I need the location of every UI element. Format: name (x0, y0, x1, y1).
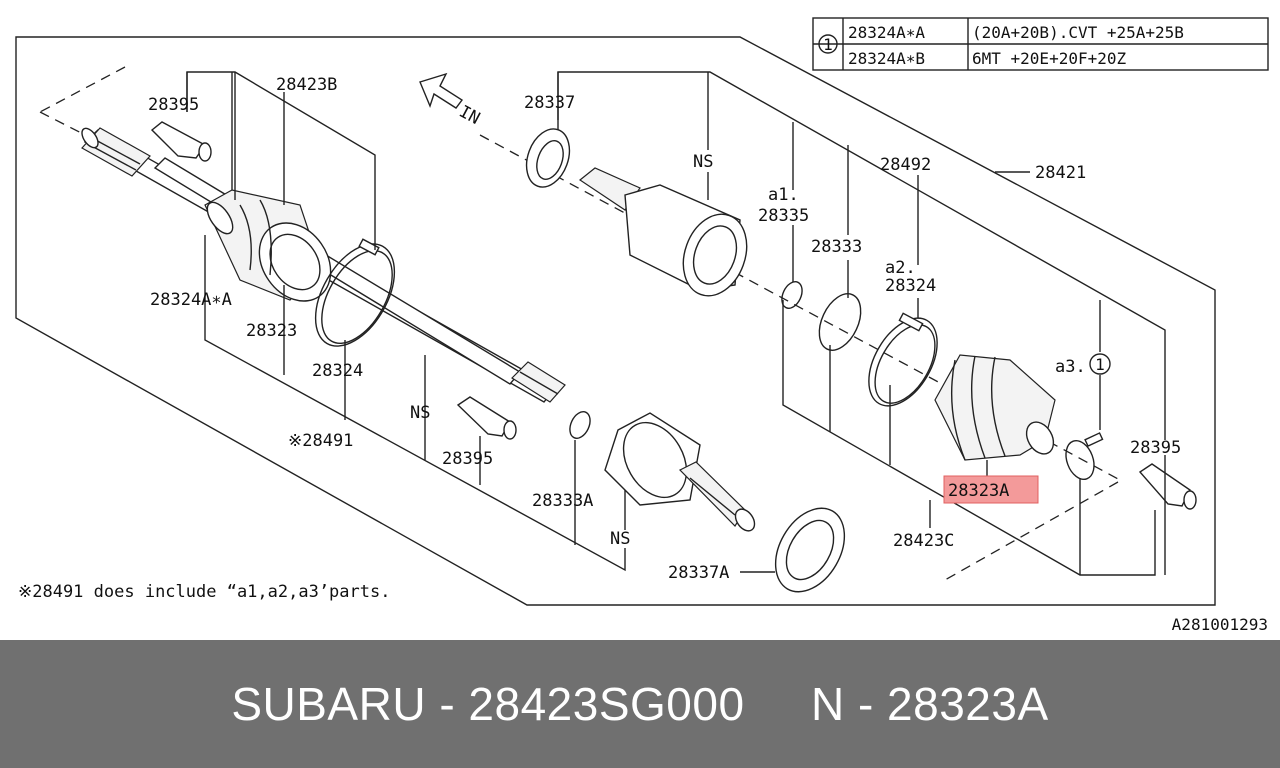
outboard-joint-housing (604, 412, 756, 532)
highlight-box (943, 475, 1039, 504)
caption-bar: SUBARU - 28423SG000 N - 28323A (0, 640, 1280, 768)
parts-diagram: 1 28324A∗A (20A+20B).CVT +25A+25B 28324A… (15, 17, 1269, 634)
label-28421: 28421 (1035, 163, 1086, 183)
band-clamp-28324-left (314, 238, 396, 347)
table-marker-circle (818, 34, 838, 54)
grease-cap-28395-left (150, 121, 212, 162)
label-a3: a3. (1055, 357, 1086, 377)
label-28333: 28333 (811, 237, 862, 257)
band-clamp-28324-right (868, 312, 938, 407)
label-28395-mid: 28395 (442, 449, 493, 469)
label-28335: 28335 (758, 206, 809, 226)
label-28423C: 28423C (893, 531, 954, 551)
figure-id: A281001293 (1172, 615, 1268, 634)
circlip-28333 (818, 293, 862, 351)
label-ns-top: NS (693, 152, 713, 172)
label-28423B: 28423B (276, 75, 337, 95)
label-28333A: 28333A (532, 491, 593, 511)
table-row-code: 28324A∗B (848, 49, 925, 68)
outer-boot-28323 (204, 189, 332, 302)
leader-lines (186, 71, 1166, 576)
grease-cap-28395-right (1138, 463, 1197, 510)
inner-boot-28323A (934, 354, 1056, 461)
label-28324A-A: 28324A∗A (150, 290, 232, 310)
direction-label: IN (456, 102, 483, 129)
snap-ring-28335 (781, 281, 803, 309)
a3-marker-circle (1089, 353, 1111, 375)
oil-seal-28337 (525, 128, 571, 188)
label-28323: 28323 (246, 321, 297, 341)
inboard-joint-housing (578, 167, 748, 297)
label-a3-marker: 1 (1095, 355, 1105, 374)
footnote: ※28491 does include “a1,a2,a3’parts. (18, 582, 390, 602)
diagram-frame (15, 36, 1216, 606)
label-ns-mid: NS (410, 403, 430, 423)
snap-ring-28333A (569, 411, 591, 439)
label-28395-right: 28395 (1130, 438, 1181, 458)
label-a2: a2. (885, 258, 916, 278)
part-number-caption: SUBARU - 28423SG000 N - 28323A (231, 678, 1049, 730)
label-28395-top: 28395 (148, 95, 199, 115)
label-ns-bottom: NS (610, 529, 630, 549)
oil-seal-28337A (774, 507, 846, 593)
label-28324-left: 28324 (312, 361, 363, 381)
grease-cap-28395-mid (456, 396, 517, 440)
diagram-canvas: 1 28324A∗A (20A+20B).CVT +25A+25B 28324A… (15, 17, 1269, 634)
table-row-desc: (20A+20B).CVT +25A+25B (972, 23, 1184, 42)
reference-table: 1 28324A∗A (20A+20B).CVT +25A+25B 28324A… (812, 17, 1269, 71)
label-28323A: 28323A (948, 481, 1009, 501)
label-28492: 28492 (880, 155, 931, 175)
table-row-code: 28324A∗A (848, 23, 925, 42)
label-28337A: 28337A (668, 563, 729, 583)
small-clamp-a3 (1065, 432, 1104, 481)
table-marker: 1 (823, 35, 833, 54)
in-direction-arrow-icon: IN (419, 72, 483, 129)
label-28337: 28337 (524, 93, 575, 113)
label-28491: ※28491 (288, 431, 353, 451)
label-28324-right: 28324 (885, 276, 936, 296)
part-labels: 28395 28423B 28337 NS 28492 28421 a1. 28… (148, 75, 1181, 583)
table-row-desc: 6MT +20E+20F+20Z (972, 49, 1126, 68)
label-a1: a1. (768, 185, 799, 205)
